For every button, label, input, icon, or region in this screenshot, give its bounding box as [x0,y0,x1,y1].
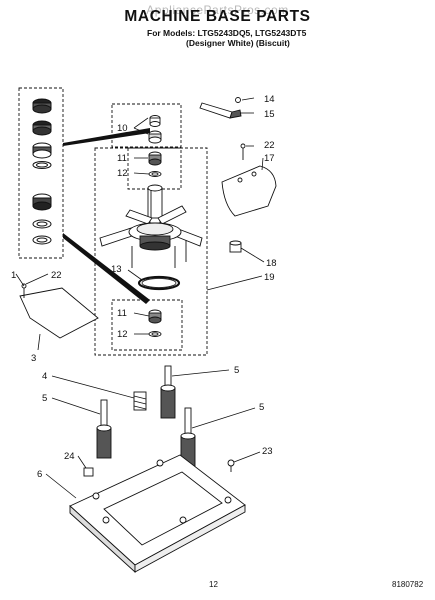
callout-6: 6 [37,469,42,480]
callout-11-upper: 11 [117,153,127,164]
part-11-12-lower [148,309,162,337]
part-6-base-frame [69,454,246,574]
callout-13: 13 [111,264,122,275]
watermark: AppliancePartsPros.com [146,3,289,17]
callout-14: 14 [264,94,275,105]
parts-column-group [18,87,64,259]
callout-4: 4 [42,371,47,382]
callout-15: 15 [264,109,275,120]
models-subtitle: For Models: LTG5243DQ5, LTG5243DT5 [147,28,307,38]
callout-5-left: 5 [42,393,47,404]
document-number: 8180782 [392,580,424,589]
part-17-cover [221,143,277,217]
callout-22-left: 22 [51,270,62,281]
part-4-spring [133,391,147,411]
callout-5-top: 5 [234,365,239,376]
callout-11-lower: 11 [117,308,127,319]
leader-wedges [63,128,150,304]
part-3-plate [19,283,99,339]
callout-labels: 10 11 12 14 15 22 17 18 19 13 11 12 1 22… [11,94,277,480]
suspension-dampers [96,365,196,467]
callout-5-right: 5 [259,402,264,413]
part-10-bushings [148,115,162,144]
callout-12-lower: 12 [117,329,128,340]
callout-24: 24 [64,451,75,462]
callout-12-upper: 12 [117,168,128,179]
callout-10: 10 [117,123,128,134]
callout-22-right: 22 [264,140,275,151]
part-11-12-upper [148,151,162,177]
callout-19: 19 [264,272,275,283]
page-number: 12 [209,580,218,589]
callout-18: 18 [266,258,277,269]
part-13-ring [137,275,181,291]
callout-23: 23 [262,446,273,457]
colors-subtitle: (Designer White) (Biscuit) [186,38,290,48]
callout-3: 3 [31,353,36,364]
page-title: MACHINE BASE PARTS [124,8,311,25]
part-18-nut [229,240,242,253]
part-14-15-bracket [199,97,242,119]
small-screws [83,459,235,477]
callout-17: 17 [264,153,275,164]
leader-lines [15,97,265,499]
transmission-body [99,184,203,268]
callout-1: 1 [11,270,16,281]
